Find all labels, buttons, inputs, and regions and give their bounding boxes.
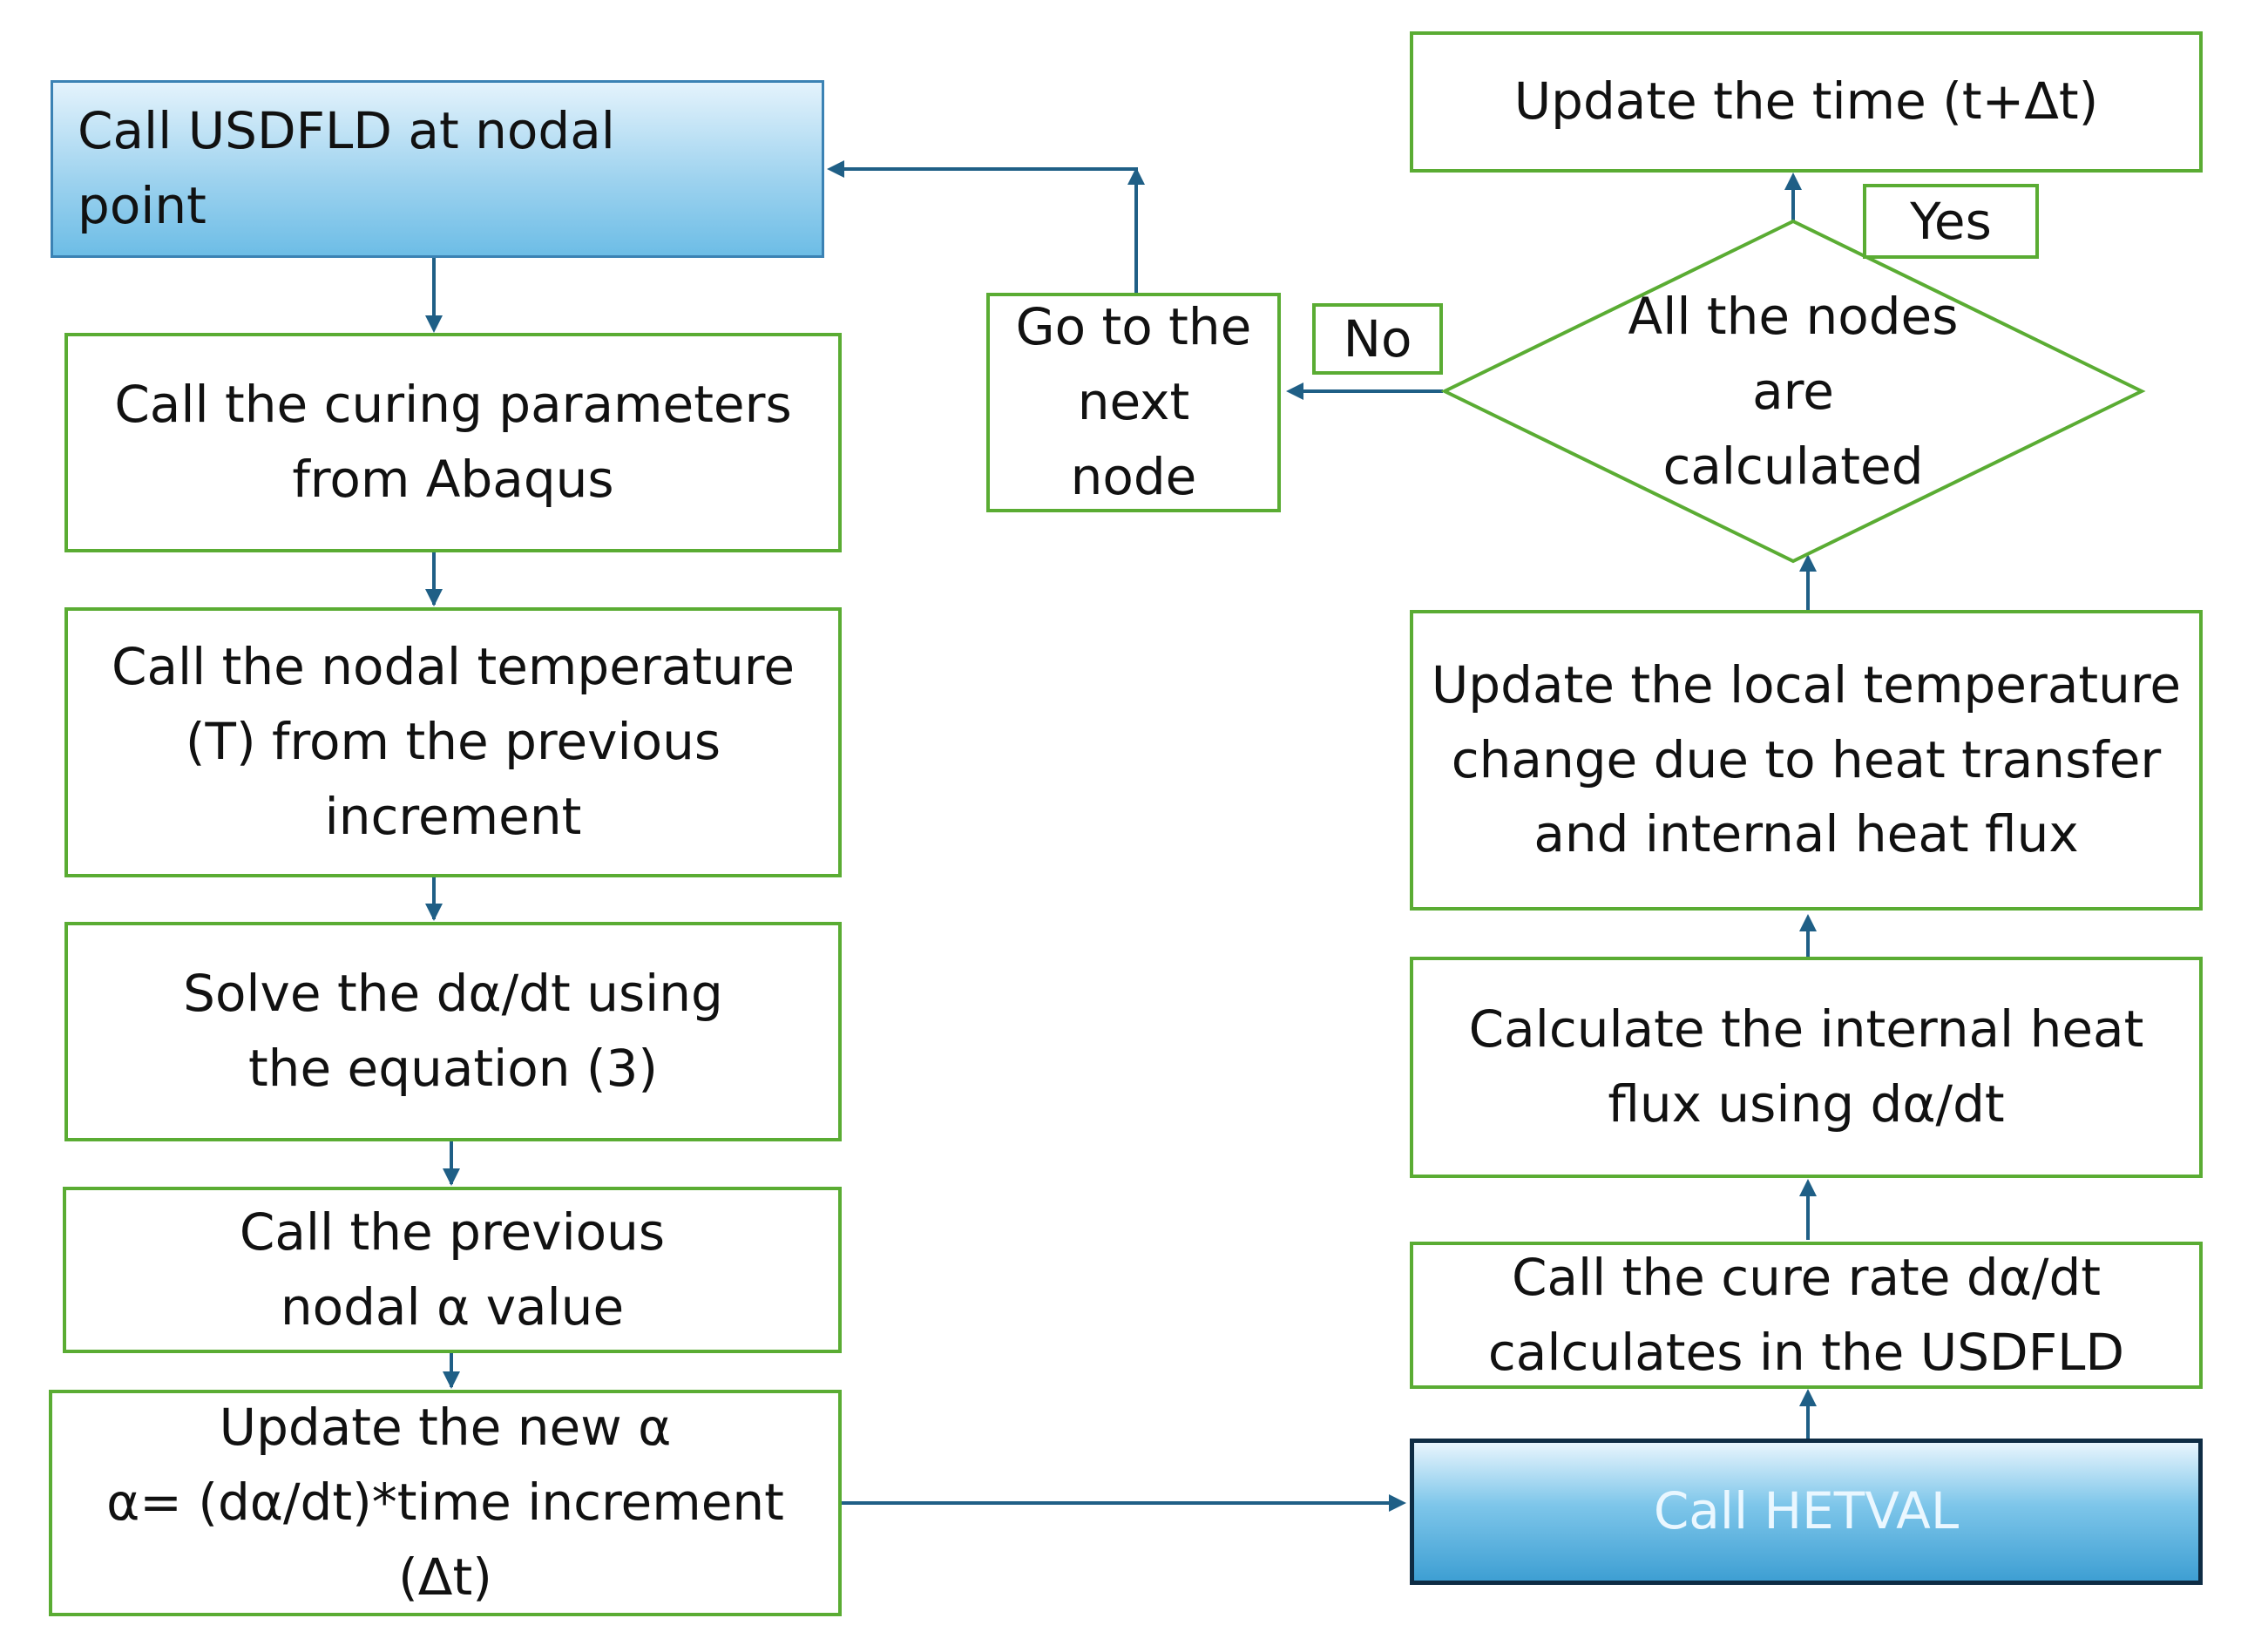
arrow-next-node-to-usdfld: [830, 167, 1138, 293]
update-time-box: Update the time (t+Δt): [1410, 31, 2203, 173]
previous-alpha-box: Call the previous nodal α value: [63, 1187, 842, 1353]
next-node-box: Go to the next node: [986, 293, 1281, 512]
local-temperature-box: Update the local temperature change due …: [1410, 610, 2203, 911]
yes-label: Yes: [1863, 184, 2039, 259]
decision-diamond: [1440, 219, 2146, 564]
solve-rate-text: Solve the dα/dt using the equation (3): [183, 964, 723, 1098]
no-label: No: [1312, 303, 1443, 375]
call-usdfld-text: Call USDFLD at nodal point: [78, 101, 615, 235]
internal-heat-flux-box: Calculate the internal heat flux using d…: [1410, 957, 2203, 1178]
nodal-temperature-text: Call the nodal temperature (T) from the …: [111, 637, 796, 846]
internal-heat-flux-text: Calculate the internal heat flux using d…: [1468, 999, 2144, 1134]
update-alpha-box: Update the new α α= (dα/dt)*time increme…: [49, 1390, 842, 1616]
cure-rate-text: Call the cure rate dα/dt calculates in t…: [1487, 1247, 2125, 1382]
local-temperature-text: Update the local temperature change due …: [1431, 654, 2182, 864]
update-alpha-title: Update the new α: [219, 1398, 672, 1458]
call-hetval-text: Call HETVAL: [1653, 1481, 1960, 1541]
solve-rate-box: Solve the dα/dt using the equation (3): [64, 922, 842, 1141]
call-hetval-box: Call HETVAL: [1410, 1439, 2203, 1585]
curing-parameters-text: Call the curing parameters from Abaqus: [114, 375, 792, 509]
update-alpha-formula: α= (dα/dt)*time increment (Δt): [106, 1473, 784, 1607]
nodal-temperature-box: Call the nodal temperature (T) from the …: [64, 607, 842, 877]
call-usdfld-box: Call USDFLD at nodal point: [51, 80, 824, 258]
next-node-text: Go to the next node: [1015, 297, 1252, 506]
update-time-text: Update the time (t+Δt): [1513, 71, 2099, 132]
previous-alpha-text: Call the previous nodal α value: [239, 1202, 666, 1337]
decision-text: All the nodes are calculated: [1628, 287, 1959, 496]
cure-rate-box: Call the cure rate dα/dt calculates in t…: [1410, 1242, 2203, 1389]
curing-parameters-box: Call the curing parameters from Abaqus: [64, 333, 842, 552]
